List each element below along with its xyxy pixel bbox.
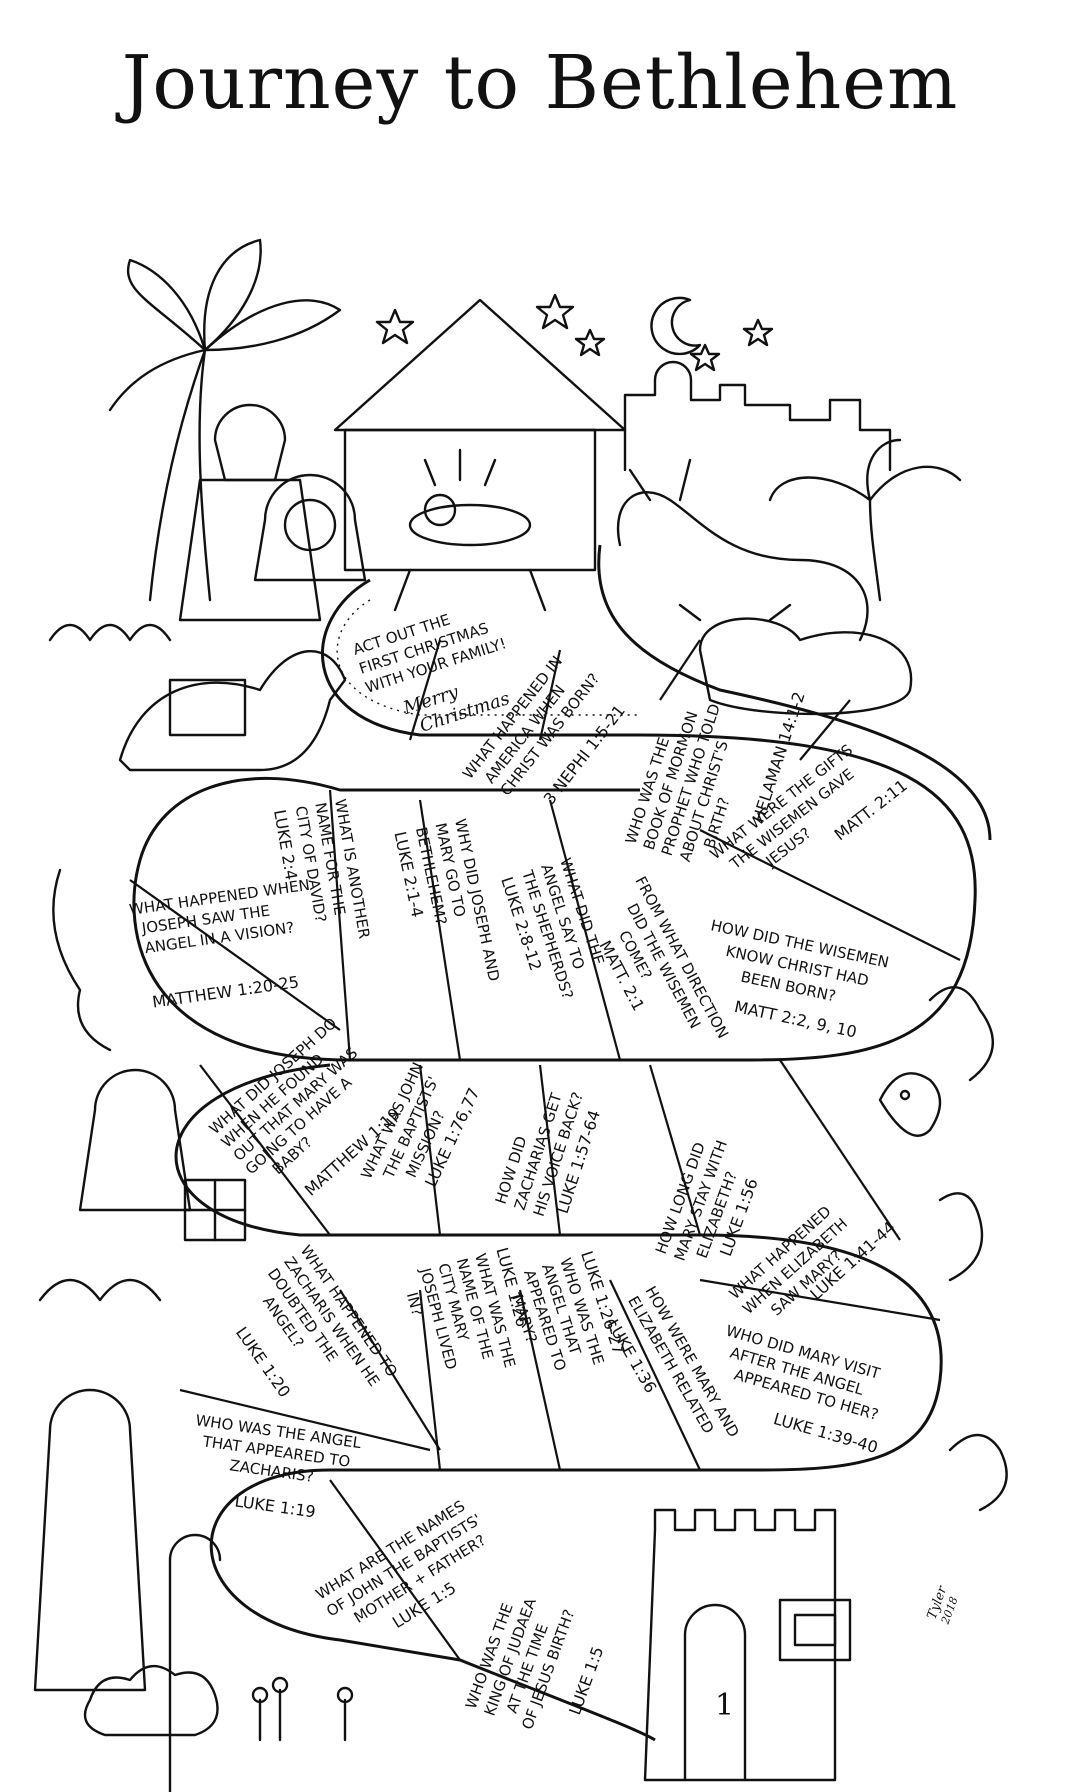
space-america[interactable]: WHAT HAPPENED INAMERICA WHENCHRIST WAS B… [459,645,635,831]
space-question: WHAT IS ANOTHERNAME FOR THECITY OF DAVID… [292,798,374,947]
space-joseph-found[interactable]: WHAT DID JOSEPH DOWHEN HE FOUNDOUT THAT … [206,1014,414,1220]
page-title: Journey to Bethlehem [121,40,959,126]
space-question: WHO DID MARY VISITAFTER THE ANGELAPPEARE… [713,1322,892,1424]
bethlehem-city-skyline [623,360,892,472]
board-spaces: ACT OUT THEFIRST CHRISTMASWITH YOUR FAMI… [128,610,911,1745]
cow [678,603,913,716]
space-question: WHAT HAPPENED WHENJOSEPH SAW THEANGEL IN… [128,876,316,959]
space-question: WHO WAS THE ANGELTHAT APPEARED TOZACHARI… [189,1411,363,1492]
space-reference: MATT 2:2, 9, 10 [733,997,859,1041]
space-shepherds[interactable]: WHAT DID THEANGEL SAY TOTHE SHEPHERDS? L… [497,855,615,1008]
space-question: WHAT HAPPENED INAMERICA WHENCHRIST WAS B… [459,645,603,807]
artist-signature: Tyler 2018 [925,1583,961,1626]
space-reference: LUKE 1:5 [565,1644,607,1717]
space-names[interactable]: WHAT ARE THE NAMESOF JOHN THE BAPTISTS'M… [313,1493,509,1658]
space-question: WHO WAS THEANGEL THATAPPEARED TOMARY? [502,1256,608,1385]
joseph-figure [178,403,322,622]
space-voice[interactable]: HOW DIDZACHARIAS GETHIS VOICE BACK? LUKE… [492,1078,608,1226]
space-angel-mary[interactable]: WHO WAS THEANGEL THATAPPEARED TOMARY? LU… [502,1249,630,1385]
space-stay[interactable]: HOW LONG DIDMARY STAY WITHELIZABETH? LUK… [652,1131,771,1278]
shepherd-figure [33,1388,222,1792]
space-direction[interactable]: FROM WHAT DIRECTIONDID THE WISEMENCOME? … [577,873,733,1070]
space-reference: MATTHEW 1:20-25 [151,972,300,1011]
game-track [132,544,992,1742]
palm-tree-left [108,238,342,602]
space-king[interactable]: WHO WAS THEKING OF JUDAEAAT THE TIMEOF J… [462,1586,616,1745]
start-castle [643,1508,852,1782]
palm-tree-right [768,438,962,602]
space-dividers [129,639,961,1661]
space-doubted[interactable]: WHAT HAPPENED TOZACHARIS WHEN HEDOUBTED … [215,1242,401,1438]
space-angel-zach[interactable]: WHO WAS THE ANGELTHAT APPEARED TOZACHARI… [184,1411,363,1526]
stable-manger [333,298,627,612]
space-john-mission[interactable]: WHAT WAS JOHNTHE BAPTISTS'MISSION? LUKE … [357,1059,483,1208]
space-city-mary[interactable]: WHAT WAS THENAME OF THECITY MARYJOSEPH L… [397,1244,541,1389]
space-question: WHAT HAPPENED TOZACHARIS WHEN HEDOUBTED … [248,1242,402,1415]
bird [878,1072,942,1137]
donkey [617,458,869,642]
space-question: HOW DID THE WISEMENKNOW CHRIST HADBEEN B… [700,916,890,1014]
space-question: WHO WAS THEKING OF JUDAEAAT THE TIMEOF J… [462,1586,579,1731]
bushes-left [38,623,172,1302]
bushes-right [928,985,1008,1512]
space-question: WHAT DID JOSEPH DOWHEN HE FOUNDOUT THAT … [206,1014,389,1191]
space-joseph-vision[interactable]: WHAT HAPPENED WHENJOSEPH SAW THEANGEL IN… [128,876,324,1013]
space-related[interactable]: HOW WERE MARY ANDELIZABETH RELATED LUKE … [598,1283,743,1465]
stars [375,293,774,372]
space-reference: LUKE 1:19 [234,1491,317,1521]
sheep [83,1665,219,1737]
mary-figure [253,473,367,582]
camel [118,650,347,772]
flowers-bottom [251,1676,354,1742]
start-space-number[interactable]: 1 [715,1688,734,1723]
